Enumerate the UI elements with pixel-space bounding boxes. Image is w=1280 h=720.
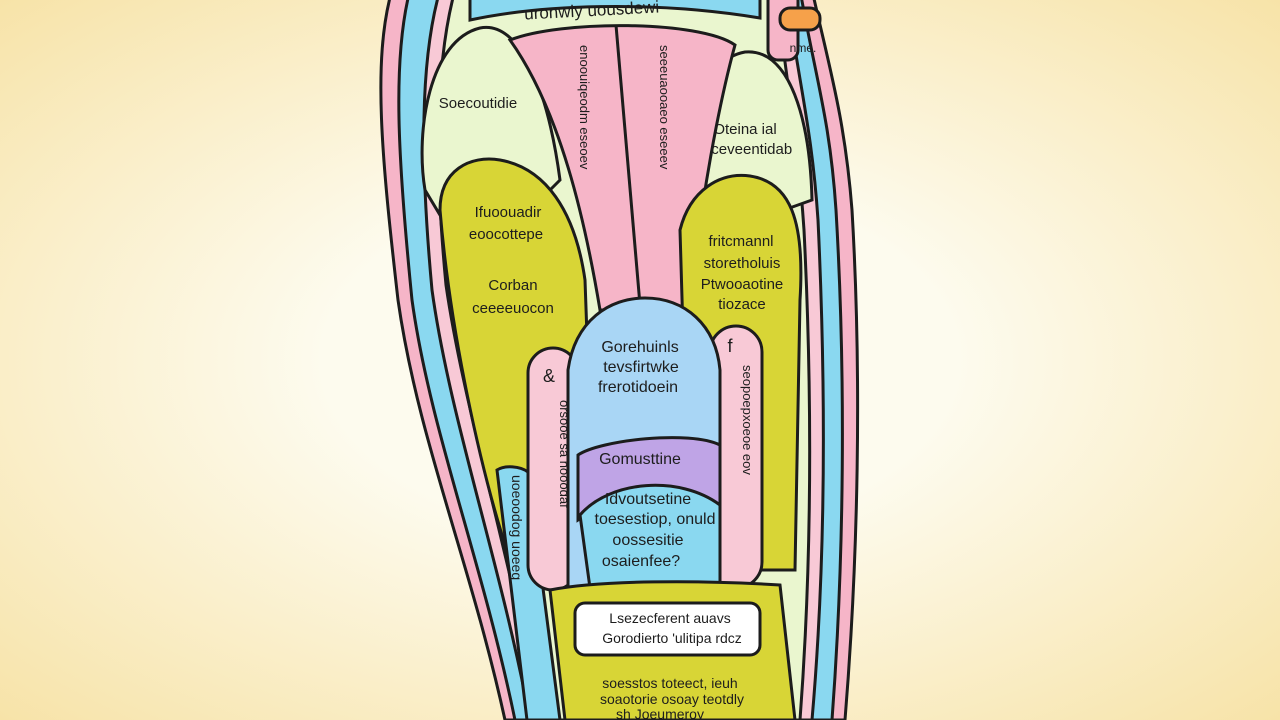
left-vertical-strip [495,465,562,720]
upper-left-label: Soecoutidie [439,95,517,112]
mid-left-label-2: eoocottepe [469,226,543,243]
central-pink-fan [507,24,737,312]
top-band-label: uronwly uousdewi [524,0,660,24]
top-right-orange [778,6,822,32]
center-lower-blue [578,483,722,590]
left-strip-vertical-label: uoeoodog uoeeg [509,475,525,580]
fan-vertical-right: seeeuaooaeo eseeev [657,45,672,170]
mid-right-label-4: tiozace [718,296,766,313]
upper-right-label-2: sceveentidab [704,141,792,158]
mid-right-label-3: Ptwooaotine [701,276,784,293]
bottom-label-2: soaotorie osoay teotdly [600,691,744,707]
center-lower-label-4: osaienfee? [602,553,680,570]
mid-right-label-2: storetholuis [704,255,781,272]
center-purple-label: Gomusttine [599,451,681,468]
callout-box [573,601,762,657]
mid-left-label-4: ceeeeuocon [472,300,554,317]
bottom-label-1: soesstos toteect, ieuh [602,675,737,691]
bottom-label-3: sh Joeumeroy [616,706,704,720]
center-lower-label-3: oossesitie [612,532,683,549]
center-blue-label-2: tevsfirtwke [603,359,679,376]
center-lower-label-2: toesestiop, onuld [595,511,716,528]
mid-left-label-1: Ifuoouadir [475,204,542,221]
mid-left-label-3: Corban [488,277,537,294]
upper-right-label-1: Oteina ial [713,121,776,138]
center-blue-label-1: Gorehuinls [601,339,678,356]
center-blue-label-3: frerotidoein [598,379,678,396]
center-lower-label-1: Idvoutsetine [605,491,691,508]
fan-vertical-left: enoouiqeodm eseoev [577,45,592,170]
fan-divider [614,24,642,306]
mid-right-label-1: fritcmannl [708,233,773,250]
callout-label-2: Gorodierto 'ulitipa rdcz [602,630,742,646]
left-finger-mark: & [543,366,555,386]
right-finger-mark: f [727,336,733,356]
top-band [468,0,762,22]
callout-label-1: Lsezecferent auavs [609,610,730,626]
top-right-small-label: nme. [790,41,817,55]
right-finger-vertical-label: seopoepxoeoe eov [740,365,755,475]
